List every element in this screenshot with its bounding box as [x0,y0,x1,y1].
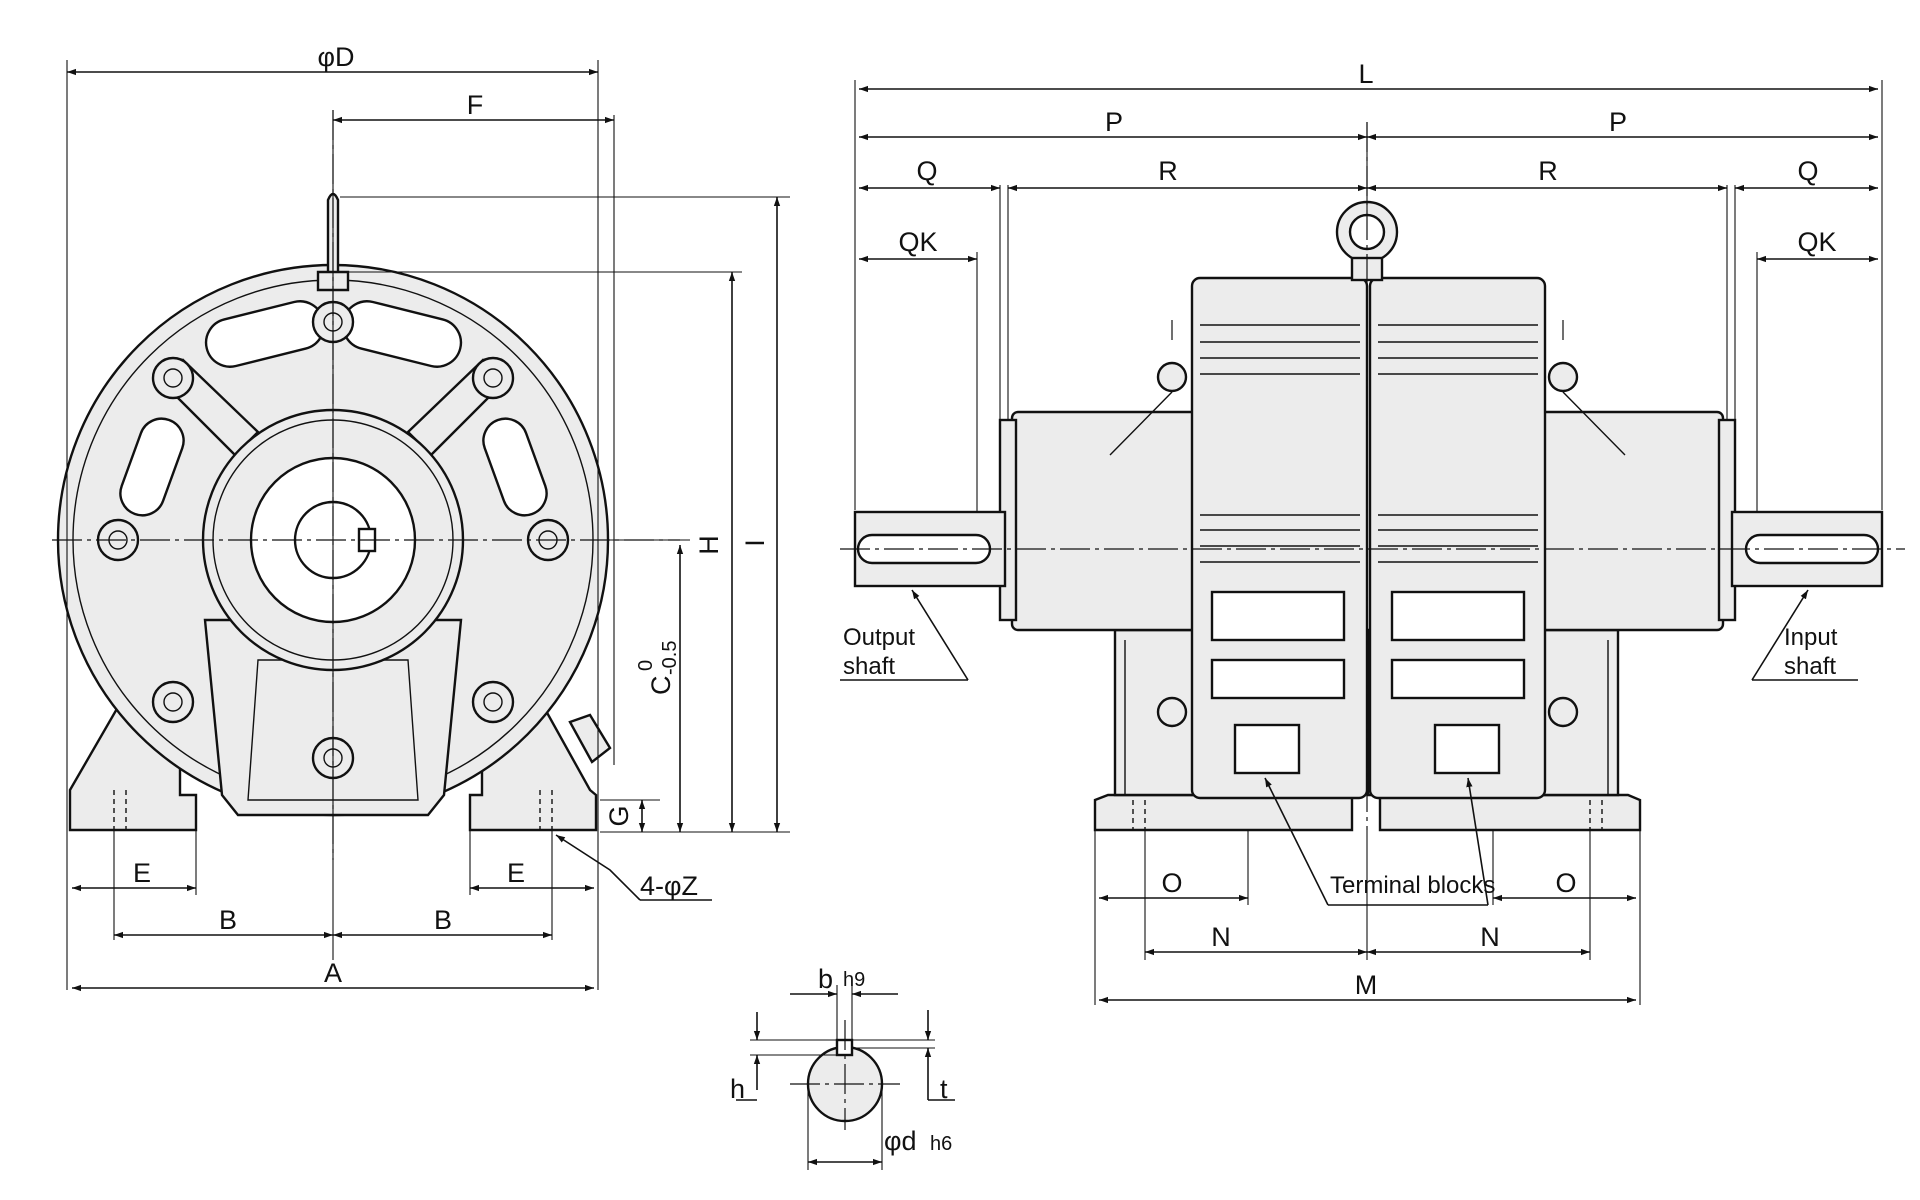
dim-E-left-label: E [133,858,151,888]
dim-R-left-label: R [1158,156,1178,186]
svg-text:C: C [646,676,676,696]
side-left-unit [1190,276,1369,800]
dim-N-left-label: N [1211,922,1231,952]
dim-b-fit-label: h9 [843,969,865,991]
dim-A-label: A [324,958,342,988]
dim-N-right-label: N [1480,922,1500,952]
dim-L-label: L [1358,59,1373,89]
dim-t-label: t [940,1074,948,1104]
input-shaft-label-line1: Input [1784,624,1838,651]
dim-QK-right-label: QK [1797,227,1836,257]
dim-G-label: G [604,805,634,826]
dim-b-label: b [818,964,833,994]
dim-H-label: H [694,535,724,555]
svg-text:0: 0 [635,660,657,671]
side-left-cover [1010,410,1202,632]
dim-QK-left-label: QK [898,227,937,257]
dim-B-right-label: B [434,905,452,935]
side-right-unit [1368,276,1547,800]
front-view: φD F H I C 0 -0.5 G E E B B A 4-φZ [52,42,790,992]
input-shaft-label-line2: shaft [1784,653,1836,680]
dim-E-right-label: E [507,858,525,888]
terminal-block-left [1233,723,1301,775]
dim-M-label: M [1355,970,1378,1000]
dim-R-right-label: R [1538,156,1558,186]
side-view: L P P Q R R Q QK QK O O N N M Output sha… [840,59,1905,1005]
dim-C-label: C 0 -0.5 [635,641,681,695]
dim-Q-right-label: Q [1797,156,1818,186]
dim-h-label: h [730,1074,745,1104]
side-base-plate [1093,793,1354,832]
dim-phid-label: φd [884,1126,917,1156]
svg-text:-0.5: -0.5 [659,641,681,675]
dim-P-left-label: P [1105,107,1123,137]
shaft-key-detail: b h9 h t φd h6 [730,964,955,1170]
dim-Q-left-label: Q [916,156,937,186]
side-fins [1200,324,1538,700]
dim-B-left-label: B [219,905,237,935]
output-shaft-label-line1: Output [843,624,915,651]
dim-phiD-label: φD [317,42,354,72]
dim-O-right-label: O [1555,868,1576,898]
side-right-cover [1533,410,1725,632]
dim-holes-label: 4-φZ [640,871,698,901]
dim-F-label: F [467,90,484,120]
terminal-blocks-label: Terminal blocks [1330,872,1495,899]
terminal-block-right [1433,723,1501,775]
dim-I-label: I [740,539,770,547]
output-shaft-label-line2: shaft [843,653,895,680]
dim-P-right-label: P [1609,107,1627,137]
dim-O-left-label: O [1161,868,1182,898]
dim-d-fit-label: h6 [930,1133,952,1155]
